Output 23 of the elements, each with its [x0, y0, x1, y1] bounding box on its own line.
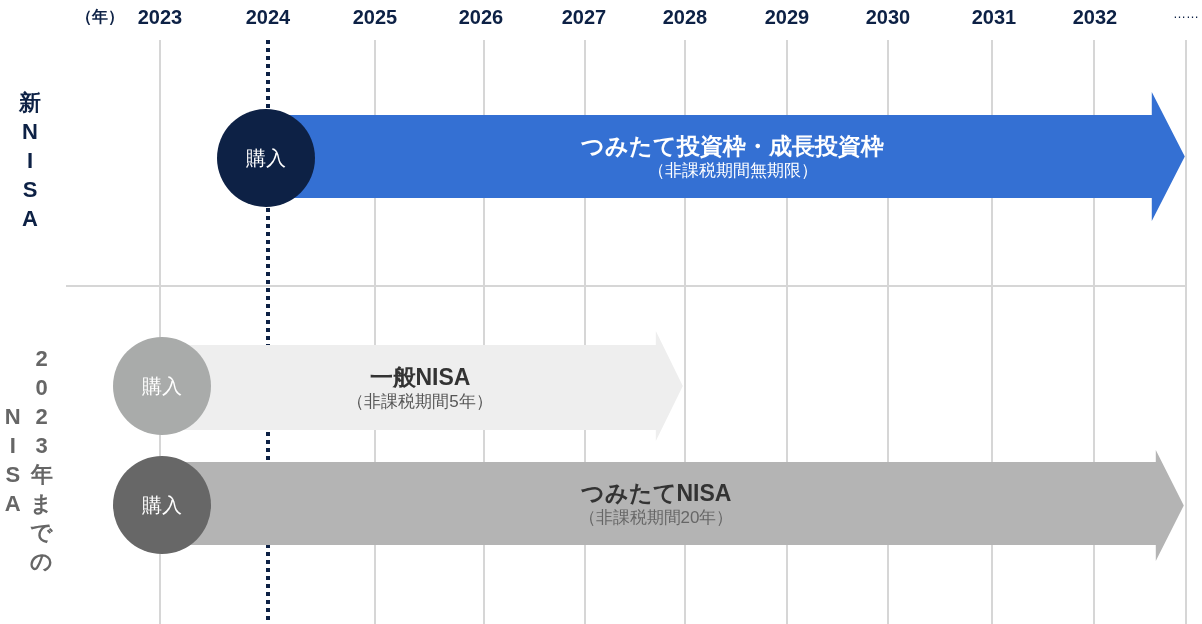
year-label: 2032 — [1072, 6, 1118, 28]
axis-unit-label: （年） — [76, 8, 124, 26]
year-label: 2028 — [662, 6, 708, 28]
year-label: 2024 — [245, 6, 291, 28]
bar-title: 一般NISA — [369, 362, 471, 392]
circle-label: 購入 — [142, 375, 182, 397]
bar-subtitle: （非課税期間5年） — [347, 391, 493, 413]
year-label: 2027 — [561, 6, 607, 28]
year-label: 2023 — [137, 6, 183, 28]
year-label: 2029 — [764, 6, 810, 28]
bar-subtitle: （非課税期間無期限） — [648, 160, 818, 182]
row-label: 2023年までのNISA — [3, 345, 55, 576]
circle-label: 購入 — [246, 147, 286, 169]
year-label: 2025 — [352, 6, 398, 28]
bar-subtitle: （非課税期間20年） — [578, 507, 734, 529]
year-label: 2030 — [865, 6, 911, 28]
year-label: 2026 — [458, 6, 504, 28]
year-label: 2031 — [971, 6, 1017, 28]
bar-title: つみたて投資枠・成長投資枠 — [581, 131, 885, 161]
continuation-dots: …… — [1173, 6, 1199, 22]
circle-label: 購入 — [142, 494, 182, 516]
row-label: 新NISA — [18, 89, 42, 233]
bar-title: つみたてNISA — [580, 478, 732, 508]
